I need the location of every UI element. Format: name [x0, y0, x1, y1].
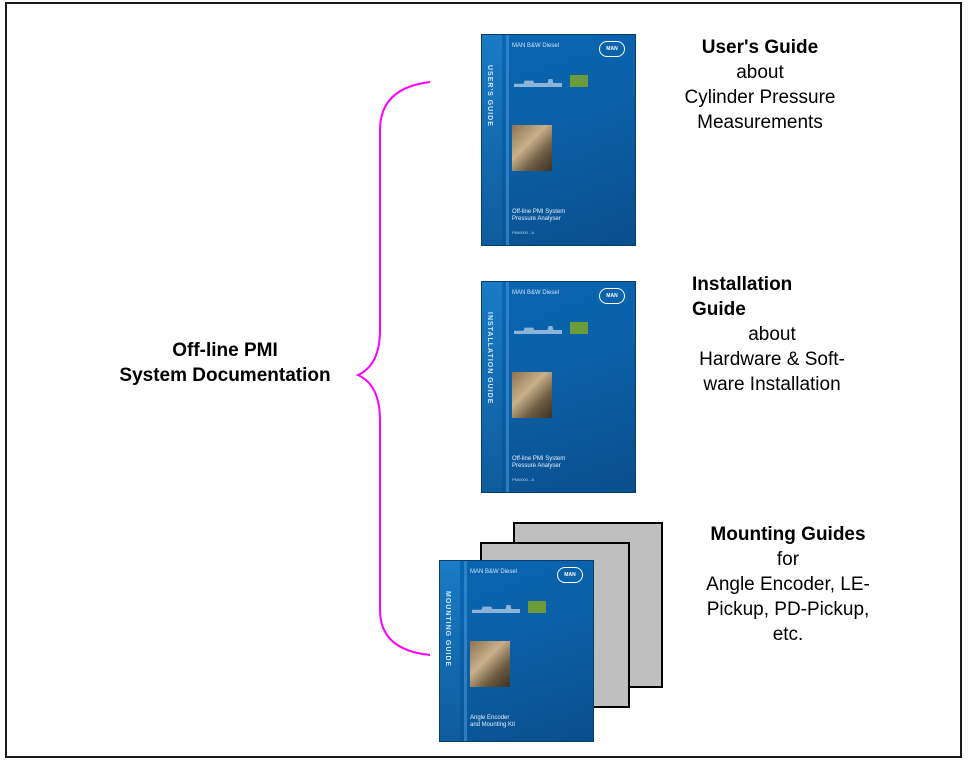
engine-icon — [570, 75, 588, 87]
users-guide-title: User's Guide — [701, 37, 819, 58]
engine-icon — [570, 322, 588, 334]
users-guide-description: User's Guide about Cylinder Pressure Mea… — [650, 35, 870, 135]
desc-line: Cylinder Pressure — [684, 87, 836, 108]
cover-subtitle-line1: Off-line PMI System — [512, 456, 566, 462]
cover-subtitle-line2: Pressure Analyser — [512, 463, 561, 469]
desc-line: Pickup, PD-Pickup, — [706, 599, 870, 620]
book-spine — [482, 35, 502, 245]
cover-subtitle-line1: Off-line PMI System — [512, 209, 566, 215]
documentation-title: Off-line PMI System Documentation — [80, 338, 370, 388]
cover-stripe — [506, 35, 509, 245]
cover-subtitle: Off-line PMI System Pressure Analyser — [512, 209, 565, 223]
users-guide-cover: USER'S GUIDE MAN B&W Diesel MAN Off-line… — [482, 35, 635, 245]
man-logo-icon: MAN — [557, 567, 583, 583]
curly-brace — [355, 81, 431, 656]
desc-line: Angle Encoder, LE- — [706, 574, 870, 595]
desc-line: about — [736, 62, 784, 83]
cover-photo — [470, 641, 510, 687]
ship-icon — [514, 79, 562, 87]
cover-subtitle-line2: and Mounting Kit — [470, 722, 516, 728]
spine-label: USER'S GUIDE — [486, 65, 493, 127]
installation-guide-description: Installation Guide about Hardware & Soft… — [672, 272, 872, 397]
cover-code: PMI0000 - A — [512, 230, 535, 235]
desc-line: ware Installation — [703, 374, 841, 395]
ship-icon — [514, 326, 562, 334]
book-spine — [482, 282, 502, 492]
desc-line: about — [748, 324, 796, 345]
cover-brand: MAN B&W Diesel — [512, 290, 560, 296]
mounting-guides-description: Mounting Guides for Angle Encoder, LE- P… — [680, 522, 896, 647]
cover-subtitle-line1: Angle Encoder — [470, 715, 510, 721]
mounting-guide-cover: MOUNTING GUIDE MAN B&W Diesel MAN Angle … — [440, 561, 593, 741]
cover-stripe — [506, 282, 509, 492]
man-logo-icon: MAN — [599, 288, 625, 304]
installation-guide-cover: INSTALLATION GUIDE MAN B&W Diesel MAN Of… — [482, 282, 635, 492]
desc-line: Hardware & Soft- — [699, 349, 845, 370]
desc-line: etc. — [772, 624, 804, 645]
cover-subtitle-line2: Pressure Analyser — [512, 216, 561, 222]
book-spine — [440, 561, 460, 741]
brace-path — [355, 81, 431, 656]
spine-label: MOUNTING GUIDE — [444, 591, 451, 668]
engine-icon — [528, 601, 546, 613]
cover-brand: MAN B&W Diesel — [512, 43, 560, 49]
mounting-guides-title: Mounting Guides — [710, 524, 866, 545]
cover-code: PMI0000 - A — [512, 477, 535, 482]
desc-line: for — [776, 549, 800, 570]
cover-stripe — [464, 561, 467, 741]
documentation-title-line2: System Documentation — [119, 365, 331, 386]
cover-brand: MAN B&W Diesel — [470, 569, 518, 575]
documentation-title-line1: Off-line PMI — [172, 340, 278, 361]
cover-subtitle: Angle Encoder and Mounting Kit — [470, 715, 515, 729]
cover-photo — [512, 372, 552, 418]
cover-subtitle: Off-line PMI System Pressure Analyser — [512, 456, 565, 470]
cover-photo — [512, 125, 552, 171]
ship-icon — [472, 605, 520, 613]
man-logo-icon: MAN — [599, 41, 625, 57]
desc-line: Measurements — [697, 112, 823, 133]
installation-guide-title-line1: Installation — [692, 274, 793, 295]
installation-guide-title-line2: Guide — [692, 299, 746, 320]
spine-label: INSTALLATION GUIDE — [486, 312, 493, 405]
